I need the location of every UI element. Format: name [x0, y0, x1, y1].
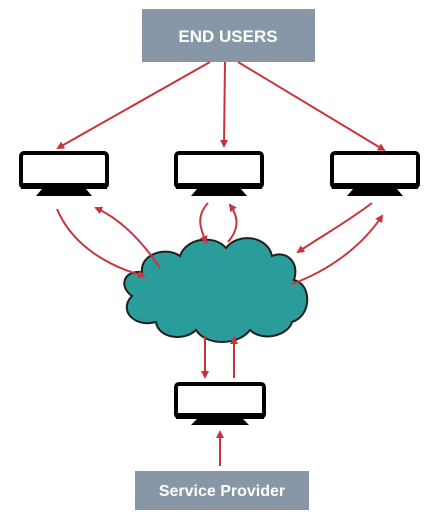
service-provider-label: Service Provider: [159, 483, 285, 500]
monitor-icon: [174, 151, 264, 196]
arrow-cloud-to-right-monitor: [291, 214, 384, 285]
end-users-box: END USERS: [142, 9, 315, 62]
cloud-arrows: [56, 202, 384, 466]
arrow-cloud-to-center-monitor: [227, 203, 238, 243]
arrow-cloud-to-left-monitor: [94, 206, 161, 269]
arrow-to-left-monitor: [56, 61, 211, 149]
arrow-to-right-monitor: [237, 61, 386, 152]
monitor-icon: [19, 151, 109, 196]
service-provider-box: Service Provider: [135, 471, 309, 510]
arrow-center-monitor-to-cloud: [199, 202, 209, 244]
arrow-left-monitor-to-cloud: [56, 208, 146, 279]
end-users-arrows: [56, 61, 386, 152]
end-users-label: END USERS: [178, 27, 277, 46]
arrow-to-center-monitor: [220, 61, 229, 148]
monitor-icon: [174, 382, 266, 425]
arrow-right-monitor-to-cloud: [296, 202, 373, 254]
cloud-icon: [123, 237, 309, 343]
monitor-icon: [330, 151, 420, 196]
